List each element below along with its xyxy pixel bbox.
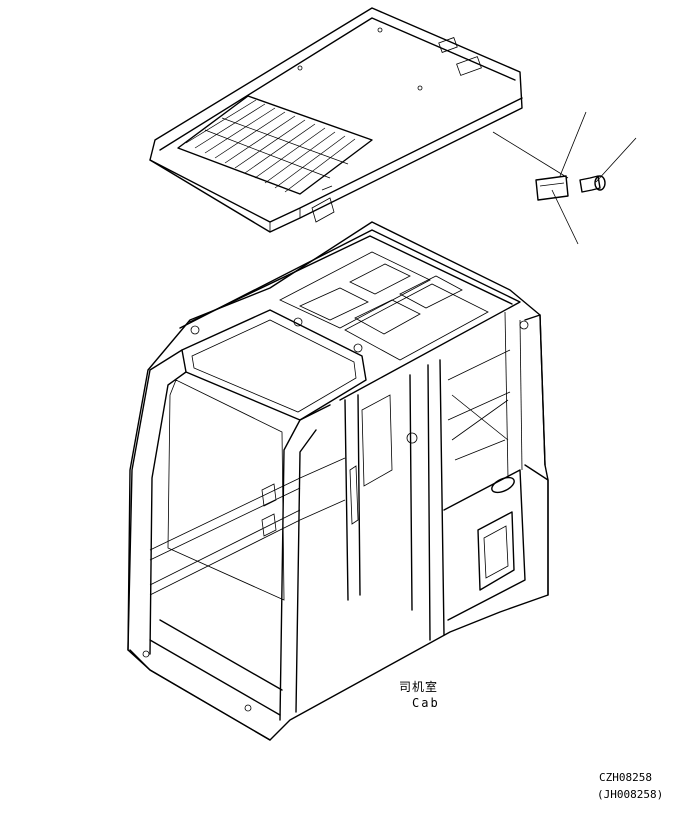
roof-panel	[149, 7, 523, 233]
drawing-code: CZH08258	[599, 771, 652, 784]
cab-label-cn: 司机室	[399, 680, 439, 694]
cab-frame	[127, 221, 549, 741]
label-plate-callout	[492, 111, 637, 245]
drawing-code-alt: (JH008258)	[597, 788, 664, 801]
cab-label-en: Cab	[412, 696, 440, 710]
vent-grid	[185, 99, 356, 193]
